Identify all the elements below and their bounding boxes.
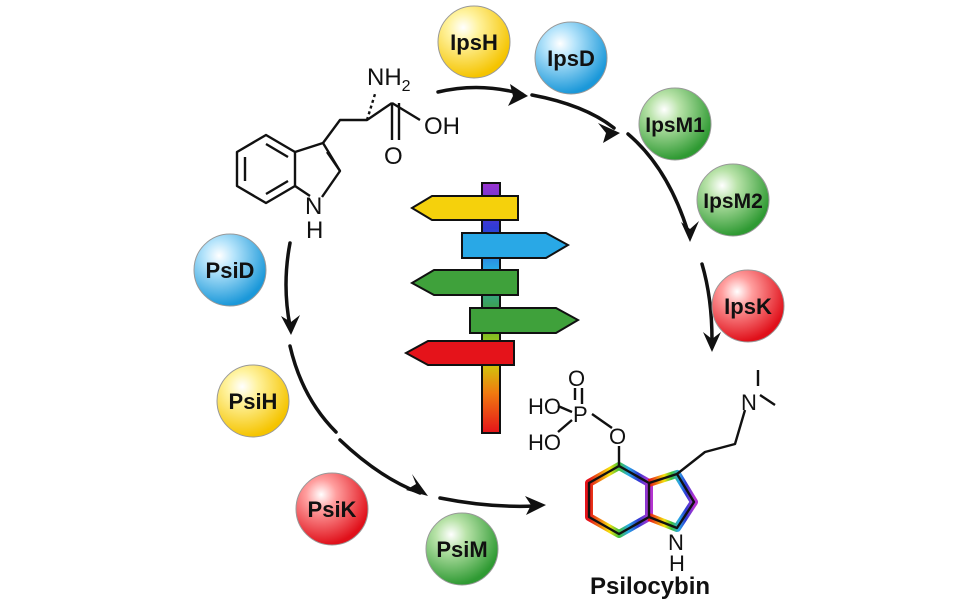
arrowhead-top-2	[598, 123, 620, 143]
sign-red-left	[403, 340, 515, 366]
enzyme-bubble	[711, 269, 785, 343]
arrowhead-top-4	[703, 332, 721, 352]
tryptophan-o-label: O	[384, 143, 403, 170]
enzyme-label: PsiM	[436, 537, 487, 562]
psilocybin-side-chain	[676, 370, 776, 475]
tryptophan-benzene-inner	[243, 142, 289, 196]
arrow-top-2	[530, 93, 616, 130]
tryptophan-pyrrole-ring	[294, 141, 342, 198]
enzyme-ipsk: IpsK	[711, 269, 785, 343]
enzyme-psid: PsiD	[193, 233, 267, 307]
tryptophan-nh2-label: NH2	[367, 64, 411, 95]
arrowhead-bottom-4	[525, 496, 546, 515]
psilocybin-h-ring-label: H	[669, 551, 685, 576]
enzyme-label: IpsD	[547, 46, 595, 71]
arrowhead-top-3	[681, 221, 699, 242]
signpost	[403, 182, 581, 434]
psilocybin-p-label: P	[573, 402, 588, 427]
enzyme-label: IpsK	[724, 294, 772, 319]
enzyme-bubble	[216, 364, 290, 438]
arrowhead-top-1	[508, 84, 528, 106]
enzyme-ipsd: IpsD	[534, 21, 608, 95]
arrow-top-3	[626, 132, 690, 234]
sign-green-left	[409, 269, 519, 296]
tryptophan-oh-label: OH	[424, 113, 460, 140]
enzyme-bubble	[534, 21, 608, 95]
enzyme-ipsm1: IpsM1	[638, 87, 712, 161]
enzyme-bubble	[696, 163, 770, 237]
arrow-top-4	[700, 262, 714, 342]
enzyme-psih: PsiH	[216, 364, 290, 438]
enzyme-psim: PsiM	[425, 512, 499, 586]
psilocybin-ho-top-label: HO	[528, 394, 561, 419]
psilocybin-n-amine-label: N	[741, 390, 757, 415]
sign-blue-right	[461, 232, 571, 259]
tryptophan-side-chain	[322, 102, 393, 144]
tryptophan-n-label: N	[305, 193, 322, 220]
enzyme-ipsh: IpsH	[437, 5, 511, 79]
enzyme-label: PsiD	[206, 258, 255, 283]
psilocybin-structure	[557, 370, 776, 538]
psilocybin-ho-bottom-label: HO	[528, 430, 561, 455]
reaction-arrows	[284, 85, 714, 509]
tryptophan-acid	[390, 101, 421, 140]
psilocybin-n-ring-label: N	[668, 530, 684, 555]
arrow-bottom-4	[438, 496, 537, 509]
psilocybin-phosphate-bonds	[557, 388, 613, 433]
arrow-bottom-1	[284, 241, 292, 328]
psilocybin-benzene-ring	[585, 462, 653, 538]
enzyme-ipsm2: IpsM2	[696, 163, 770, 237]
psilocybin-ring-outline	[587, 464, 696, 536]
enzyme-label: IpsM1	[645, 114, 705, 137]
enzyme-bubble	[193, 233, 267, 307]
arrowhead-bottom-3	[406, 474, 428, 496]
psilocybin-name: Psilocybin	[590, 573, 710, 600]
arrow-bottom-2	[288, 344, 338, 434]
arrowhead-bottom-1	[281, 315, 300, 335]
tryptophan-h-label: H	[306, 217, 323, 244]
tryptophan-pyrrole-double	[326, 151, 341, 172]
tryptophan-structure	[235, 93, 421, 205]
psilocybin-labels: O HO P O HO N N H Psilocybin	[528, 366, 757, 600]
enzyme-bubble	[437, 5, 511, 79]
arrow-top-1	[436, 85, 524, 96]
enzyme-bubble	[638, 87, 712, 161]
enzyme-bubble	[295, 472, 369, 546]
sign-green-right	[469, 307, 581, 334]
enzyme-label: IpsM2	[703, 190, 763, 213]
arrowheads	[281, 84, 721, 515]
psilocybin-o-double-label: O	[568, 366, 585, 391]
psilocybin-o-ester-label: O	[609, 424, 626, 449]
tryptophan-labels: NH2 OH O N H	[305, 64, 460, 244]
sign-yellow-left	[410, 195, 519, 221]
tryptophan-wedge	[365, 93, 377, 121]
enzyme-bubble	[425, 512, 499, 586]
enzyme-psik: PsiK	[295, 472, 369, 546]
enzyme-label: PsiH	[229, 389, 278, 414]
enzyme-label: IpsH	[450, 30, 498, 55]
enzyme-label: PsiK	[308, 497, 357, 522]
